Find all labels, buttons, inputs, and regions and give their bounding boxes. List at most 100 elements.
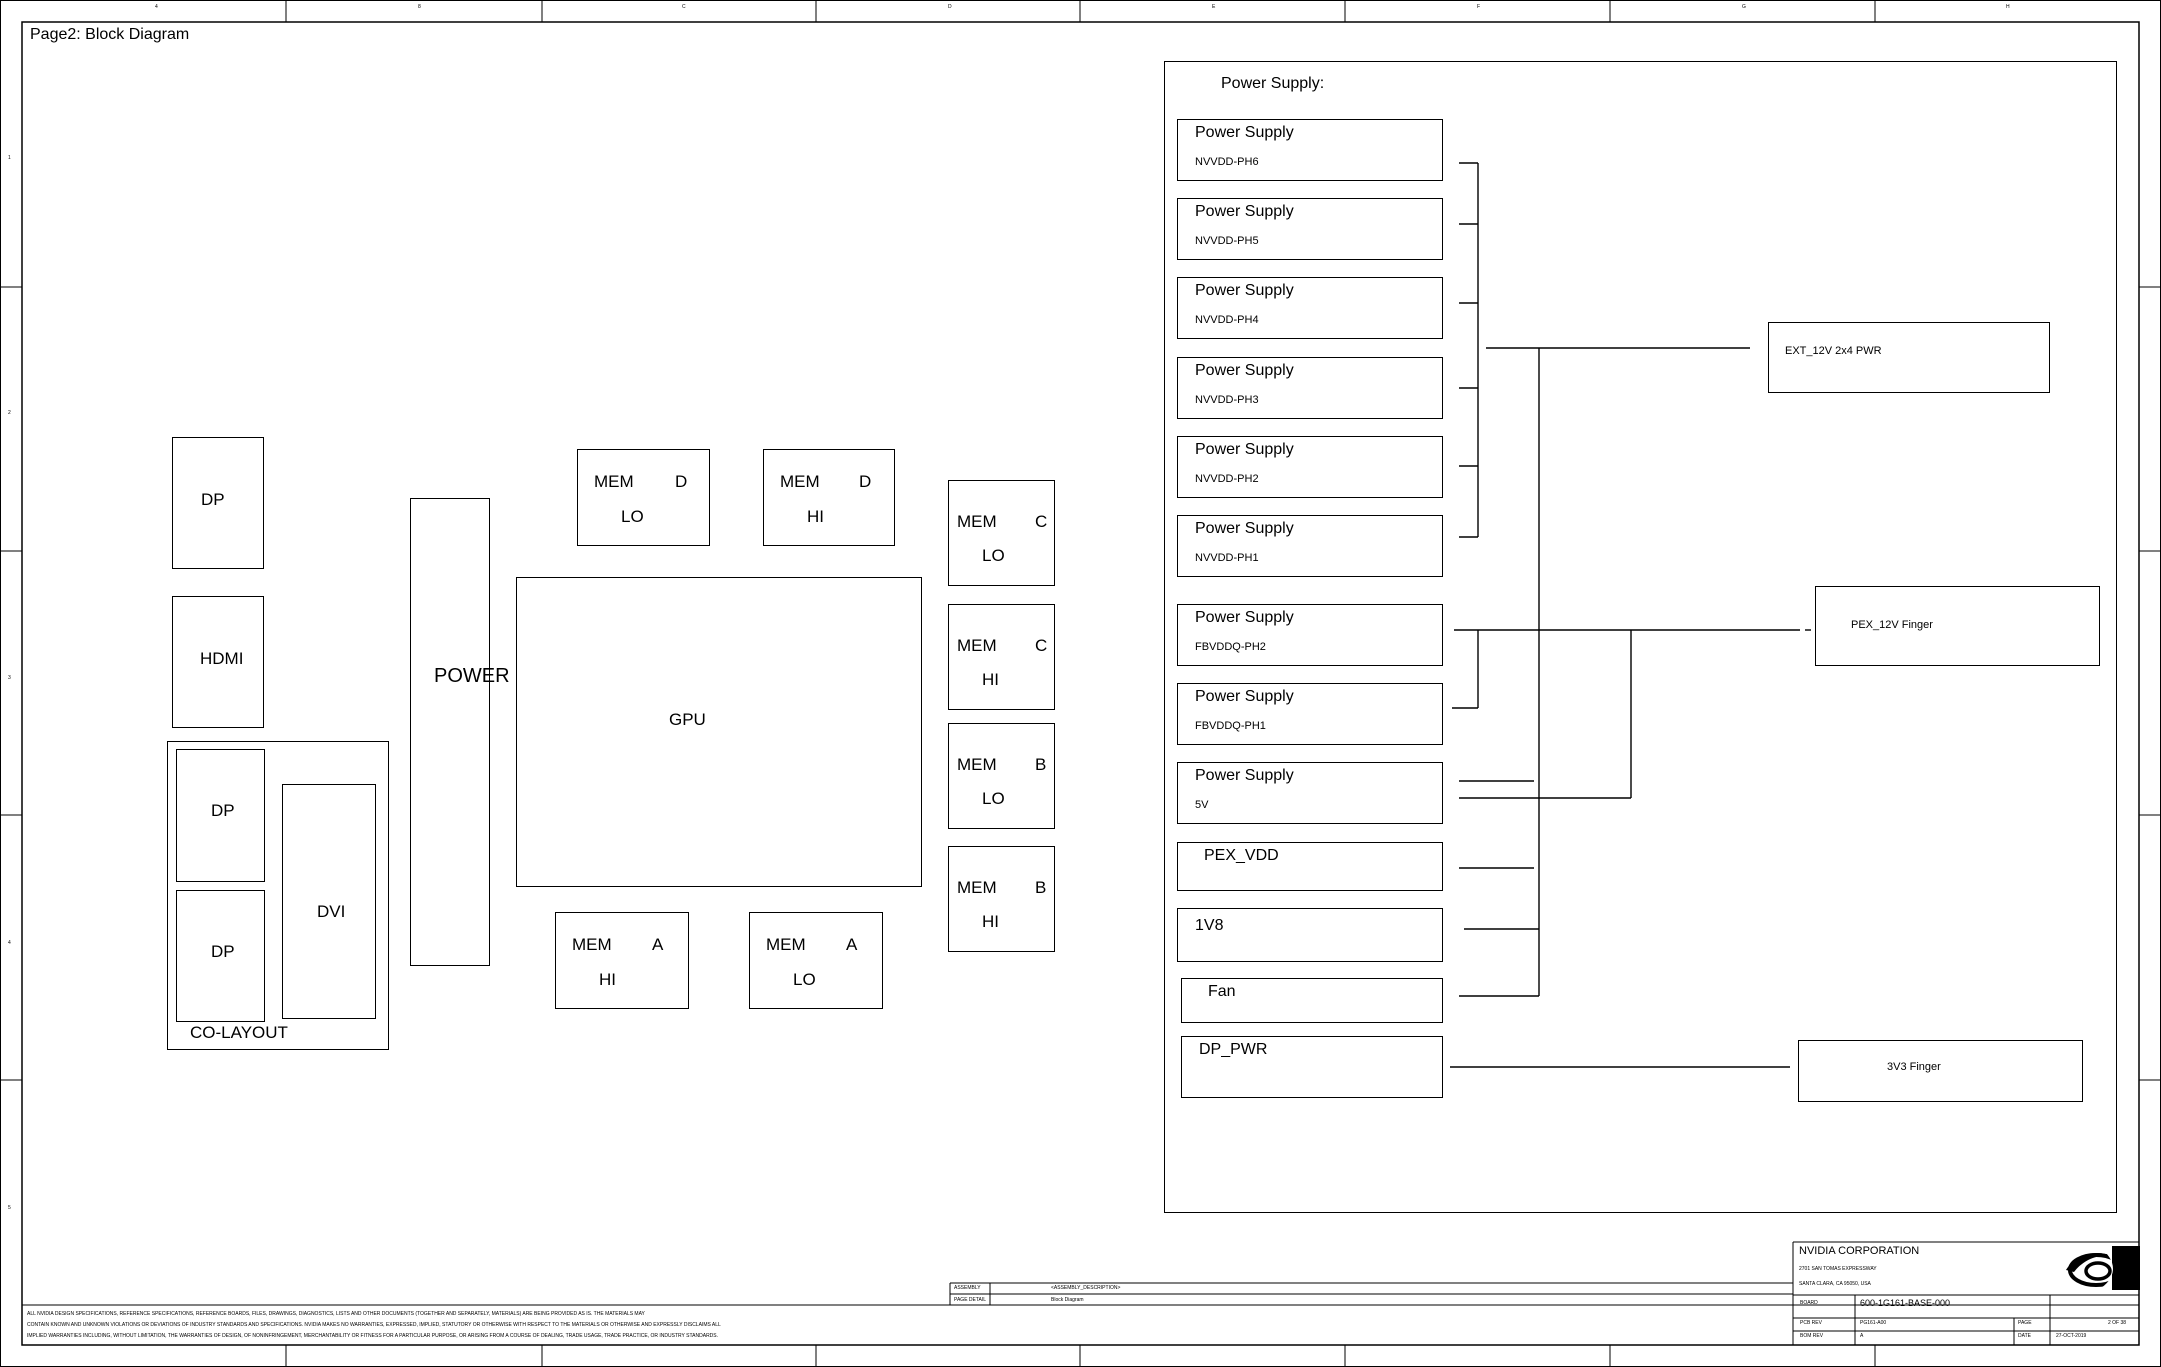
mem-half: HI <box>982 670 999 689</box>
power-panel <box>1164 61 2117 1213</box>
rail-label: Power Supply <box>1195 203 1294 220</box>
row-mark: 5 <box>8 1205 11 1211</box>
rail-label: Power Supply <box>1195 609 1294 626</box>
mem-label: MEM <box>572 935 612 954</box>
disclaimer-line-1: ALL NVIDIA DESIGN SPECIFICATIONS, REFERE… <box>27 1311 645 1317</box>
mem-label: MEM <box>766 935 806 954</box>
mem-d-lo-block: MEM D LO <box>577 449 710 546</box>
rail-label: Power Supply <box>1195 688 1294 705</box>
dp-pwr-label: DP_PWR <box>1199 1041 1268 1058</box>
dp-mid-block: DP <box>176 749 265 882</box>
rail-nvvdd-ph2: Power Supply NVVDD-PH2 <box>1177 436 1443 498</box>
ext-12v-block: EXT_12V 2x4 PWR <box>1768 322 2050 393</box>
disclaimer-line-2: CONTAIN KNOWN AND UNKNOWN VIOLATIONS OR … <box>27 1322 721 1328</box>
rail-label: Power Supply <box>1195 282 1294 299</box>
rail-1v8: 1V8 <box>1177 908 1443 962</box>
ext-12v-label: EXT_12V 2x4 PWR <box>1785 345 1882 357</box>
date-label: DATE <box>2018 1333 2031 1339</box>
power-heading: Power Supply: <box>1221 75 1325 92</box>
mem-channel: B <box>1035 755 1047 774</box>
col-mark: F <box>1477 4 1481 10</box>
page-label: PAGE <box>2018 1320 2032 1326</box>
rail-nvvdd-ph6: Power Supply NVVDD-PH6 <box>1177 119 1443 181</box>
rail-label: Power Supply <box>1195 362 1294 379</box>
rail-label: Power Supply <box>1195 441 1294 458</box>
col-mark: C <box>682 4 686 10</box>
col-mark: E <box>1212 4 1216 10</box>
rail-sub: NVVDD-PH1 <box>1195 552 1259 564</box>
col-mark: D <box>948 4 952 10</box>
power-supply-block <box>410 498 490 966</box>
mem-a-lo-block: MEM A LO <box>749 912 883 1009</box>
pex-12v-label: PEX_12V Finger <box>1851 619 1933 631</box>
mem-channel: C <box>1035 512 1048 531</box>
mem-b-hi-block: MEM B HI <box>948 846 1055 952</box>
mem-c-hi-block: MEM C HI <box>948 604 1055 710</box>
rail-dp-pwr: DP_PWR <box>1181 1036 1443 1098</box>
rail-sub: NVVDD-PH2 <box>1195 473 1259 485</box>
mem-label: MEM <box>957 755 997 774</box>
rail-sub: 5V <box>1195 799 1209 811</box>
rail-sub: NVVDD-PH4 <box>1195 314 1259 326</box>
3v3-label: 3V3 Finger <box>1887 1061 1941 1073</box>
1v8-label: 1V8 <box>1195 917 1224 934</box>
dp-bot-label: DP <box>211 942 235 961</box>
row-mark: 1 <box>8 155 11 161</box>
assembly-label: ASSEMBLY <box>954 1285 981 1291</box>
mem-half: HI <box>599 970 616 989</box>
board-value: 600-1G161-BASE-000 <box>1860 1298 1951 1308</box>
gpu-block: GPU <box>516 577 922 887</box>
mem-label: MEM <box>957 878 997 897</box>
col-mark: H <box>2006 4 2010 10</box>
pcb-label: PCB REV <box>1800 1320 1822 1326</box>
mem-label: MEM <box>594 472 634 491</box>
rail-label: Power Supply <box>1195 520 1294 537</box>
dp-top-label: DP <box>201 490 225 509</box>
dp-top-block: DP <box>172 437 264 569</box>
rail-label: Power Supply <box>1195 124 1294 141</box>
rail-fbvddq-ph2: Power Supply FBVDDQ-PH2 <box>1177 604 1443 666</box>
rail-sub: NVVDD-PH5 <box>1195 235 1259 247</box>
mem-half: HI <box>982 912 999 931</box>
mem-c-lo-block: MEM C LO <box>948 480 1055 586</box>
rail-nvvdd-ph4: Power Supply NVVDD-PH4 <box>1177 277 1443 339</box>
rail-sub: NVVDD-PH3 <box>1195 394 1259 406</box>
date-value: 27-OCT-2019 <box>2056 1333 2087 1339</box>
mem-channel: A <box>652 935 664 954</box>
mem-channel: D <box>675 472 688 491</box>
assembly-value: <ASSEMBLY_DESCRIPTION> <box>1051 1285 1121 1291</box>
rail-sub: FBVDDQ-PH2 <box>1195 641 1266 653</box>
rail-label: Power Supply <box>1195 767 1294 784</box>
rail-sub: FBVDDQ-PH1 <box>1195 720 1266 732</box>
row-mark: 3 <box>8 675 11 681</box>
disclaimer-line-3: IMPLIED WARRANTIES INCLUDING, WITHOUT LI… <box>27 1333 719 1339</box>
company-name: NVIDIA CORPORATION <box>1799 1245 1920 1257</box>
rail-nvvdd-ph5: Power Supply NVVDD-PH5 <box>1177 198 1443 260</box>
mem-label: MEM <box>957 636 997 655</box>
col-mark: G <box>1742 4 1746 10</box>
mem-half: LO <box>982 789 1005 808</box>
company-address-1: 2701 SAN TOMAS EXPRESSWAY <box>1799 1266 1877 1272</box>
mem-half: LO <box>793 970 816 989</box>
hdmi-label: HDMI <box>200 649 244 668</box>
gpu-label: GPU <box>669 710 706 729</box>
col-mark: 8 <box>418 4 421 10</box>
mem-a-hi-block: MEM A HI <box>555 912 689 1009</box>
mem-label: MEM <box>780 472 820 491</box>
pex-12v-block: PEX_12V Finger <box>1815 586 2100 666</box>
page-title: Page2: Block Diagram <box>30 26 190 43</box>
col-mark: 4 <box>155 4 158 10</box>
pcb-value: PG161-A00 <box>1860 1320 1887 1326</box>
rail-sub: NVVDD-PH6 <box>1195 156 1259 168</box>
mem-channel: A <box>846 935 858 954</box>
fan-label: Fan <box>1208 983 1236 1000</box>
rail-fbvddq-ph1: Power Supply FBVDDQ-PH1 <box>1177 683 1443 745</box>
mem-half: LO <box>621 507 644 526</box>
colayout-label: CO-LAYOUT <box>190 1023 288 1042</box>
bom-label: BOM REV <box>1800 1333 1824 1339</box>
board-label: BOARD <box>1800 1300 1818 1306</box>
rail-pex-vdd: PEX_VDD <box>1177 842 1443 891</box>
